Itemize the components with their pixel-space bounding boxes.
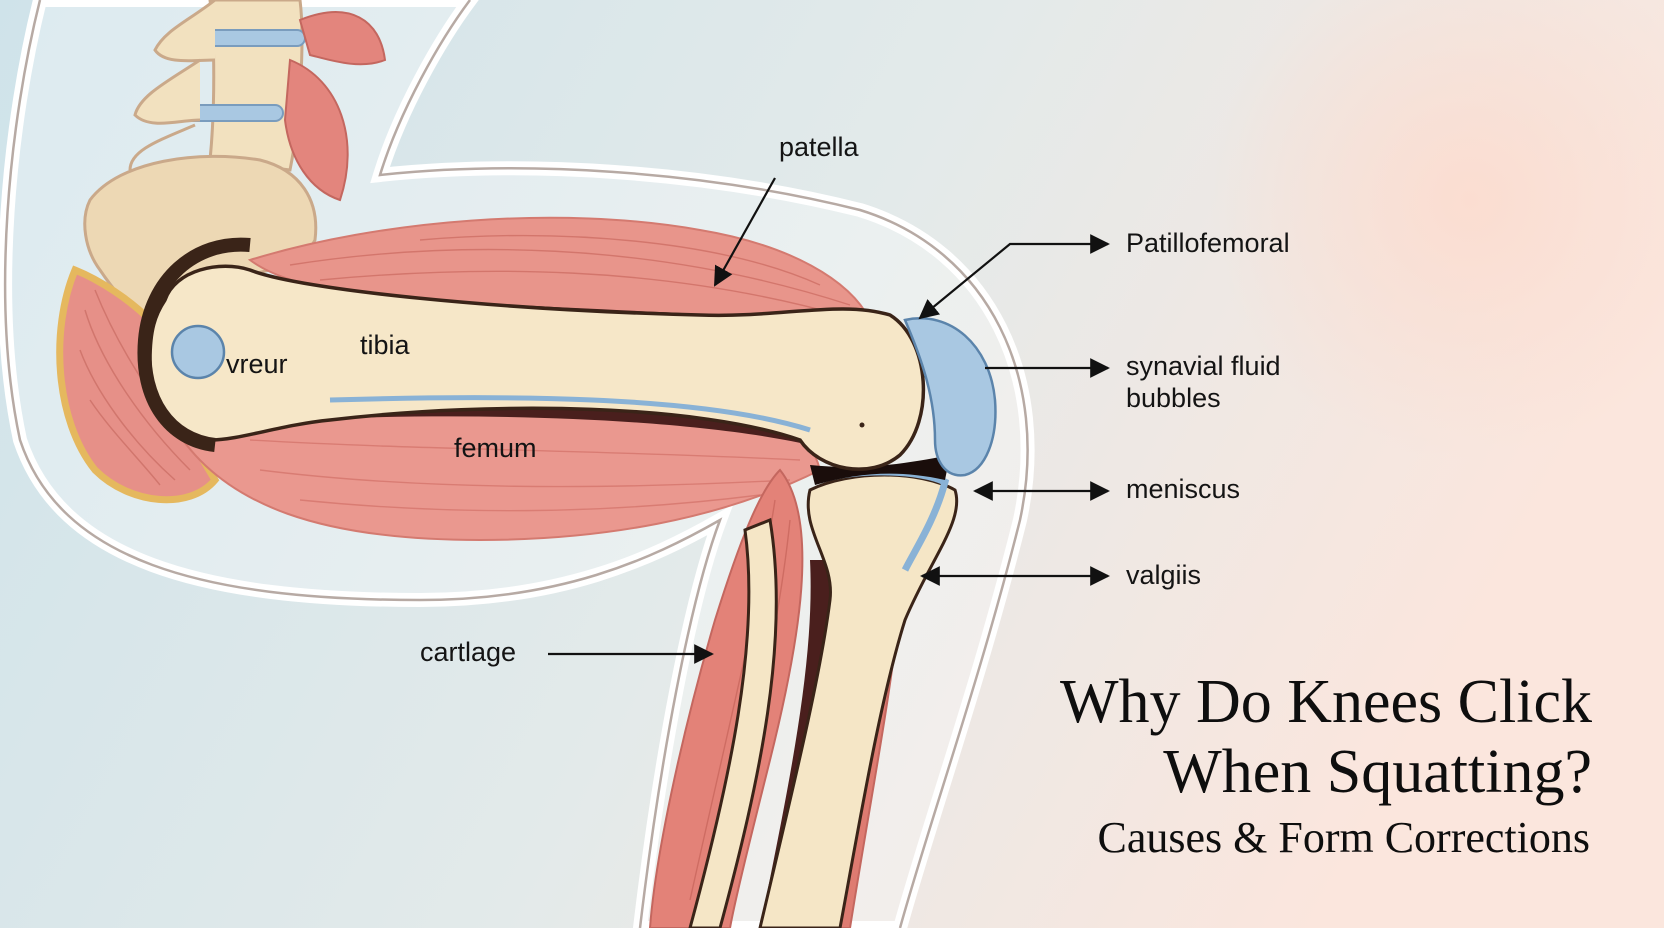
- femur-condyle-dot: [859, 422, 865, 428]
- femur-cartilage-line: [329, 395, 811, 433]
- arrow-patella: [714, 177, 776, 287]
- title-line2: When Squatting?: [1163, 738, 1592, 806]
- patella-cartilage: [903, 317, 997, 477]
- label-femum: femum: [454, 433, 537, 463]
- label-synovial-line2: bubbles: [1126, 383, 1221, 413]
- label-meniscus: meniscus: [1126, 474, 1240, 504]
- label-femur-inner: vreur: [226, 349, 288, 379]
- leg-shadow: [760, 560, 837, 928]
- quadriceps-fibers: [289, 234, 851, 316]
- label-cartlage: cartlage: [420, 637, 516, 667]
- label-valgus: valgiis: [1126, 560, 1201, 590]
- label-patella: patella: [779, 132, 860, 162]
- label-synovial-line1: synavial fluid: [1126, 351, 1281, 381]
- annotation-arrows: [548, 177, 1110, 664]
- tibia-bone: [758, 473, 959, 928]
- leg-skin-outline-edge: [3, 0, 1029, 928]
- femur-head-socket: [137, 237, 251, 452]
- gluteal-muscle: [283, 11, 387, 202]
- title-line1: Why Do Knees Click: [1060, 668, 1592, 736]
- background-glow: [1210, 0, 1664, 460]
- label-tibia: tibia: [360, 330, 411, 360]
- femoral-head: [170, 324, 226, 380]
- joint-space-shadow: [810, 455, 950, 485]
- title-subtitle: Causes & Form Corrections: [1097, 813, 1590, 862]
- hamstring-fibers: [249, 439, 801, 512]
- arrow-patellofemoral: [918, 234, 1110, 320]
- label-patellofemoral: Patillofemoral: [1126, 228, 1290, 258]
- fibula-bone: [688, 517, 778, 928]
